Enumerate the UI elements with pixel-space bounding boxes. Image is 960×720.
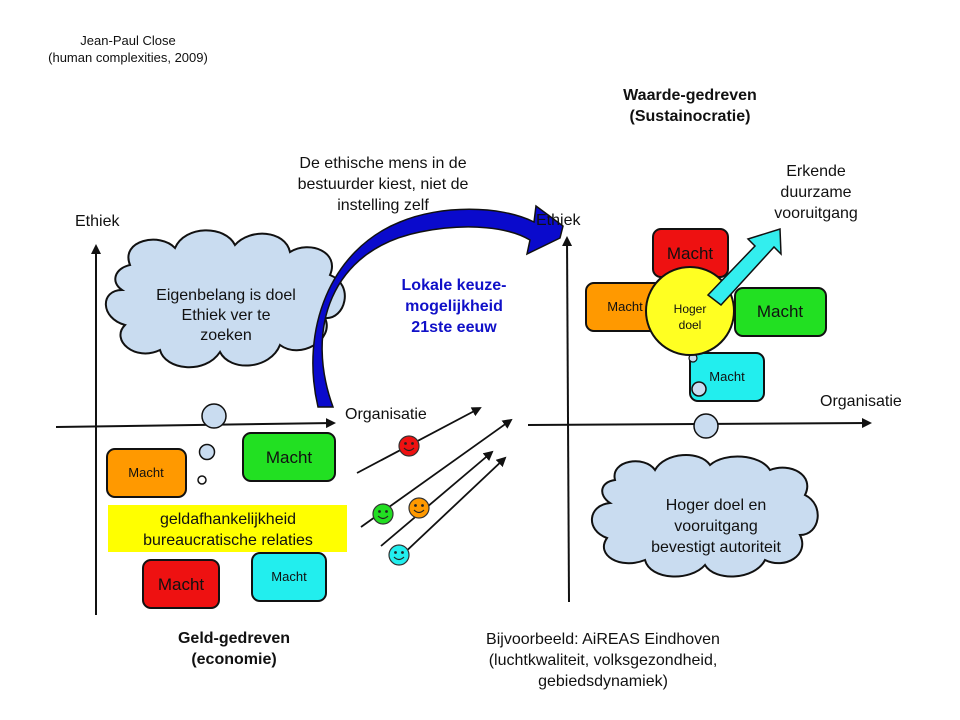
smiley-eye <box>385 510 388 513</box>
box-shape <box>251 552 327 602</box>
bubble-on-axis <box>693 413 719 439</box>
box-label: Macht <box>667 244 714 263</box>
banner-shape <box>108 505 347 552</box>
caption-line-1: De ethische mens in de <box>299 155 466 172</box>
smiley-mouth <box>377 515 389 520</box>
center-line-2: doel <box>679 318 702 332</box>
right-power-box-cyan: Macht <box>689 352 765 402</box>
thought-bubble-medium <box>198 443 216 461</box>
thought-bubble-small <box>197 475 207 485</box>
right-cloud-line-1: Hoger doel en <box>666 497 767 514</box>
caption-line-3: instelling zelf <box>337 197 429 214</box>
box-shape <box>106 448 187 498</box>
progress-line-1: Erkende <box>786 163 846 180</box>
smiley-red <box>398 435 420 457</box>
smiley-cyan <box>388 544 410 566</box>
transition: De ethische mens in de bestuurder kiest,… <box>298 155 720 690</box>
left-y-axis-label: Ethiek <box>75 213 120 230</box>
left-x-axis-label: Organisatie <box>345 406 427 423</box>
highlight-line-2: mogelijkheid <box>405 298 503 315</box>
example-line-1: Bijvoorbeeld: AiREAS Eindhoven <box>486 631 720 648</box>
right-title-line-1: Waarde-gedreven <box>623 87 757 104</box>
right-cloud-shape <box>590 453 819 578</box>
box-label: Macht <box>266 448 313 467</box>
highlight-line-1: Lokale keuze- <box>402 277 507 294</box>
smiley-face <box>388 544 410 566</box>
smiley-eye <box>378 510 381 513</box>
smiley-mouth <box>413 509 425 514</box>
smiley-face <box>372 503 394 525</box>
movement-arrow-3 <box>380 450 494 547</box>
smiley-face <box>398 435 420 457</box>
box-label: Macht <box>158 575 205 594</box>
money-dependency-banner: geldafhankelijkheid bureaucratische rela… <box>108 505 347 552</box>
box-label: Macht <box>271 569 307 584</box>
right-quadrant: Waarde-gedreven (Sustainocratie) Ethiek … <box>527 87 902 603</box>
example-line-3: gebiedsdynamiek) <box>538 673 668 690</box>
credit-source: (human complexities, 2009) <box>48 50 208 65</box>
smiley-green <box>372 503 394 525</box>
smiley-eye <box>394 551 397 554</box>
center-shape <box>645 266 735 356</box>
smiley-eye <box>404 442 407 445</box>
right-title-line-2: (Sustainocratie) <box>630 108 751 125</box>
credit: Jean-Paul Close (human complexities, 200… <box>48 33 208 65</box>
smiley-eye <box>414 504 417 507</box>
left-title-line-1: Geld-gedreven <box>178 630 290 647</box>
box-label: Macht <box>709 369 745 384</box>
smiley-eye <box>411 442 414 445</box>
left-power-box-green: Macht <box>242 432 336 482</box>
smiley-orange <box>408 497 430 519</box>
banner-line-1: geldafhankelijkheid <box>160 511 296 528</box>
higher-purpose-circle: Hoger doel <box>645 266 735 356</box>
box-shape <box>734 287 827 337</box>
right-x-axis-label: Organisatie <box>820 393 902 410</box>
choice-curved-arrow <box>312 204 564 408</box>
box-label: Macht <box>607 299 643 314</box>
right-cloud-line-2: vooruitgang <box>674 518 758 535</box>
right-y-axis <box>562 236 573 603</box>
right-power-box-red: Macht <box>652 228 729 278</box>
smiley-eye <box>401 551 404 554</box>
box-shape <box>242 432 336 482</box>
progress-line-2: duurzame <box>780 184 851 201</box>
left-x-axis <box>55 418 336 429</box>
highlight-line-3: 21ste eeuw <box>411 319 497 336</box>
progress-arrow <box>706 227 782 307</box>
left-quadrant: Ethiek Organisatie Eigenbelang is doel E… <box>55 213 427 668</box>
right-thought-cloud: Hoger doel en vooruitgang bevestigt auto… <box>590 453 819 578</box>
banner-line-2: bureaucratische relaties <box>143 532 313 549</box>
smiley-mouth <box>403 447 415 452</box>
progress-line-3: vooruitgang <box>774 205 858 222</box>
right-power-box-orange: Macht <box>585 282 666 332</box>
box-shape <box>142 559 220 609</box>
box-label: Macht <box>128 465 164 480</box>
box-label: Macht <box>757 302 804 321</box>
smiley-mouth <box>393 556 405 561</box>
left-cloud-line-3: zoeken <box>200 327 252 344</box>
movement-arrow-1 <box>356 407 482 474</box>
left-title-line-2: (economie) <box>191 651 276 668</box>
left-thought-cloud: Eigenbelang is doel Ethiek ver te zoeken <box>104 229 346 485</box>
example-line-2: (luchtkwaliteit, volksgezondheid, <box>489 652 718 669</box>
right-power-box-green: Macht <box>734 287 827 337</box>
smiley-eye <box>421 504 424 507</box>
smiley-face <box>408 497 430 519</box>
left-power-box-cyan: Macht <box>251 552 327 602</box>
caption-line-2: bestuurder kiest, niet de <box>298 176 469 193</box>
box-shape <box>689 352 765 402</box>
left-cloud-line-2: Ethiek ver te <box>182 307 271 324</box>
bubble-in-cyan-box <box>691 381 707 397</box>
center-line-1: Hoger <box>674 302 707 316</box>
thought-bubble-large <box>201 403 227 429</box>
right-cloud-line-3: bevestigt autoriteit <box>651 539 781 556</box>
left-cloud-line-1: Eigenbelang is doel <box>156 287 296 304</box>
left-power-box-orange: Macht <box>106 448 187 498</box>
credit-author: Jean-Paul Close <box>80 33 175 48</box>
movement-arrow-4 <box>399 456 507 558</box>
right-y-axis-label: Ethiek <box>536 212 581 229</box>
left-power-box-red: Macht <box>142 559 220 609</box>
